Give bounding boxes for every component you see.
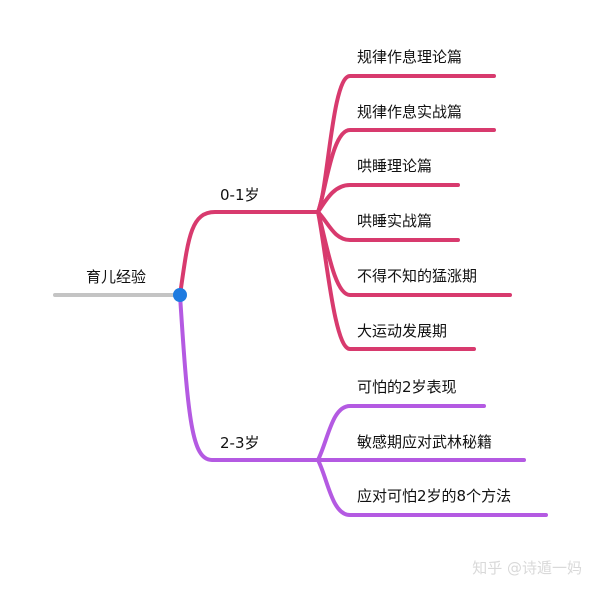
- leaf-line-9: [316, 458, 548, 517]
- leaf-label[interactable]: 不得不知的猛涨期: [357, 267, 478, 285]
- leaf-label[interactable]: 规律作息理论篇: [357, 48, 463, 66]
- branch-0-1-connector: [178, 210, 320, 297]
- leaf-line-2: [316, 128, 496, 214]
- branch-label-2-3[interactable]: 2-3岁: [220, 434, 260, 452]
- branch-0-1-leaf-lines: [316, 74, 512, 351]
- leaf-label[interactable]: 可怕的2岁表现: [357, 378, 457, 396]
- leaf-label[interactable]: 敏感期应对武林秘籍: [357, 433, 493, 451]
- leaf-line-6: [316, 210, 476, 351]
- leaf-line-1: [316, 74, 496, 214]
- leaf-label[interactable]: 大运动发展期: [357, 322, 448, 340]
- leaf-label[interactable]: 应对可怕2岁的8个方法: [357, 487, 512, 505]
- branch-2-3-leaf-lines: [316, 404, 548, 517]
- watermark-text: 知乎 @诗遁一妈: [472, 559, 582, 577]
- leaf-label[interactable]: 哄睡实战篇: [357, 212, 433, 230]
- root-topic-label[interactable]: 育儿经验: [86, 268, 147, 286]
- leaf-label[interactable]: 哄睡理论篇: [357, 157, 433, 175]
- leaf-label[interactable]: 规律作息实战篇: [357, 103, 463, 121]
- leaf-line-7: [316, 404, 486, 462]
- leaf-line-3: [316, 183, 460, 214]
- branch-label-0-1[interactable]: 0-1岁: [220, 186, 260, 204]
- branch-2-3-connector: [178, 293, 320, 462]
- root-connector-dot[interactable]: [173, 288, 187, 302]
